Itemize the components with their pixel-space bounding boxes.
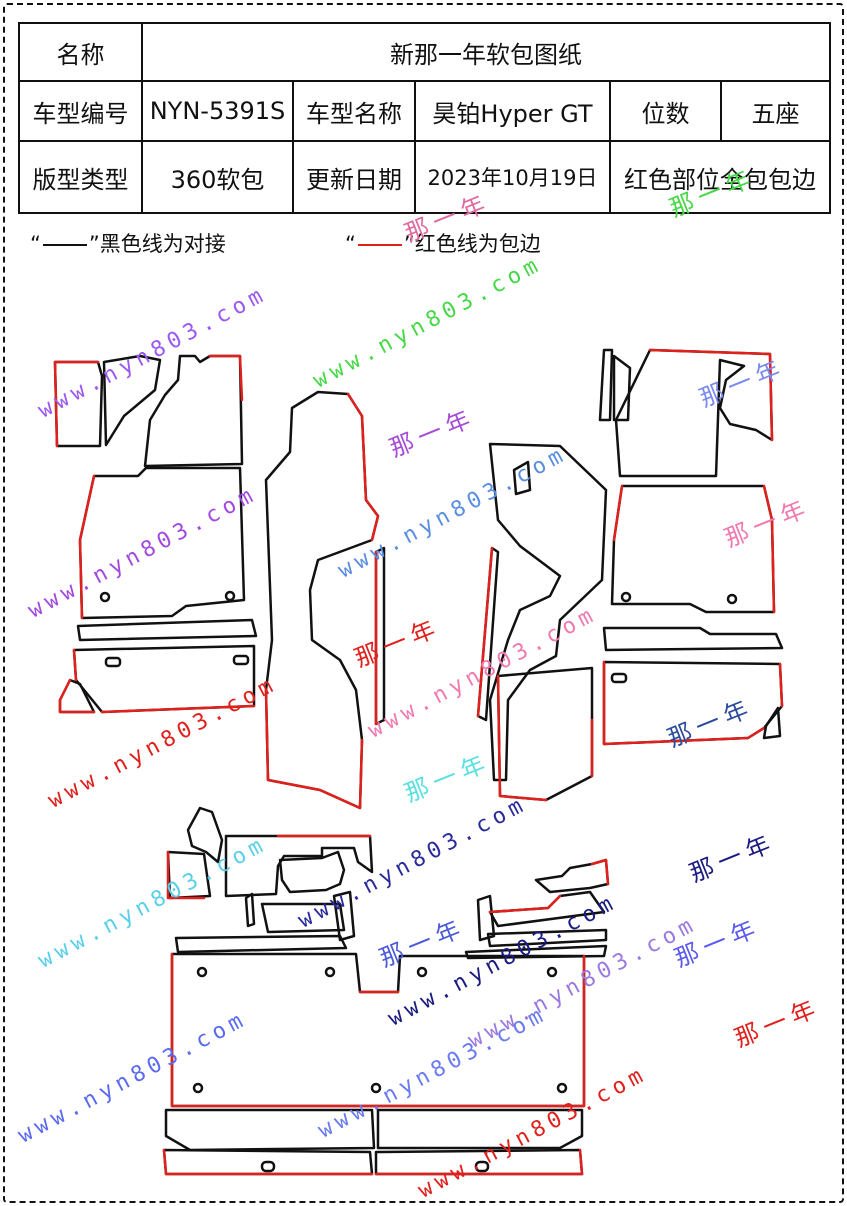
seats-label: 位数 [609, 80, 722, 142]
center-right-long-piece [476, 442, 608, 802]
black-line-swatch [42, 244, 87, 246]
pattern-piece [164, 1108, 376, 1152]
pattern-piece [260, 902, 346, 934]
right-front-mat-pieces [598, 348, 784, 746]
page-frame [3, 3, 844, 1203]
pattern-piece [762, 706, 782, 740]
spec-table: 名称 新那一年软包图纸 车型编号 NYN-5391S 车型名称 昊铂Hyper … [18, 22, 832, 214]
red-line-swatch [357, 244, 402, 246]
pattern-piece [143, 354, 244, 468]
pattern-piece [612, 354, 632, 422]
pattern-piece [166, 850, 212, 900]
pattern-piece [186, 806, 224, 864]
legend-black-quote: “ [30, 232, 41, 256]
type-value: 360软包 [141, 140, 294, 214]
name-label: 名称 [18, 22, 143, 82]
left-front-mat-pieces [53, 354, 258, 714]
type-label: 版型类型 [18, 140, 143, 214]
pattern-piece [376, 1108, 584, 1150]
model-name-value: 昊铂Hyper GT [414, 80, 611, 142]
rear-mat-pieces [162, 806, 610, 1176]
legend-black: “ ”黑色线为对接 [30, 228, 226, 258]
model-code-value: NYN-5391S [141, 80, 294, 142]
model-code-label: 车型编号 [18, 80, 143, 142]
pattern-piece [598, 348, 614, 422]
name-value: 新那一年软包图纸 [140, 22, 832, 82]
pattern-piece [102, 354, 162, 447]
legend-red-quote: “ [345, 232, 356, 256]
updated-label: 更新日期 [292, 140, 416, 214]
pattern-piece [476, 894, 496, 942]
red-part-note: 红色部位全包包边 [608, 140, 832, 214]
pattern-piece [534, 858, 610, 894]
pattern-piece [174, 934, 348, 954]
pattern-piece [76, 618, 258, 642]
model-name-label: 车型名称 [292, 80, 416, 142]
pattern-piece [332, 890, 356, 942]
pattern-piece [224, 834, 374, 898]
center-left-long-piece [264, 390, 386, 810]
updated-value: 2023年10月19日 [414, 140, 611, 214]
legend-red: “ ”红色线为包边 [345, 228, 541, 258]
pattern-piece [278, 850, 346, 894]
pattern-piece [496, 666, 594, 802]
seats-value: 五座 [719, 80, 832, 142]
pattern-piece [244, 892, 256, 928]
pattern-piece [602, 626, 784, 652]
pattern-piece [610, 484, 776, 614]
legend-black-text: ”黑色线为对接 [88, 232, 226, 256]
legend-red-text: ”红色线为包边 [403, 232, 541, 256]
pattern-piece [486, 928, 608, 948]
